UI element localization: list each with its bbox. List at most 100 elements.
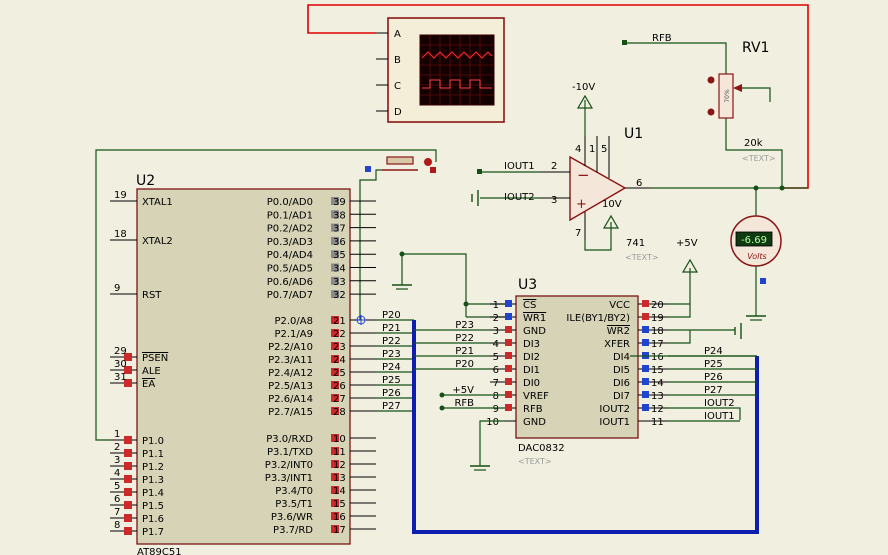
rv1-value: 20k — [744, 138, 763, 149]
u2-pin-name: P0.3/AD3 — [267, 237, 313, 248]
u1-neg-supply: -10V — [572, 82, 595, 136]
u2-pin-8[interactable]: 8P1.7 — [110, 520, 164, 538]
u3-pin-num: 16 — [651, 352, 664, 363]
u2-pin-7[interactable]: 7P1.6 — [110, 507, 164, 525]
u2-pin-6[interactable]: 6P1.5 — [110, 494, 164, 512]
u2-pin-num: 30 — [114, 359, 127, 370]
pin-state-marker — [124, 501, 132, 509]
u3-pin-name: GND — [523, 326, 546, 337]
voltmeter-display — [735, 231, 773, 247]
pin-state-marker — [331, 381, 339, 389]
u2-pin-5[interactable]: 5P1.4 — [110, 481, 164, 499]
u1-text-placeholder: <TEXT> — [625, 253, 659, 262]
u2-pin-num: 37 — [333, 224, 346, 235]
u3-pin-num: 10 — [486, 417, 499, 428]
p2-net-label: P26 — [382, 388, 401, 399]
pin-state-marker — [505, 404, 512, 411]
u2-pin-name: P3.5/T1 — [275, 499, 313, 510]
pin-state-marker — [331, 290, 339, 299]
u2-pin-1[interactable]: 1P1.0 — [110, 429, 164, 447]
u2-pin-name: P3.2/INT0 — [265, 460, 313, 471]
pin-state-marker — [124, 366, 132, 374]
u2-pin-num: 12 — [333, 460, 346, 471]
oscilloscope[interactable]: A B C D — [376, 17, 505, 123]
pin-state-marker — [331, 434, 339, 442]
u3-pin-name: DI0 — [523, 378, 540, 389]
pin-state-marker — [331, 223, 339, 232]
voltmeter[interactable]: -6.69 Volts — [730, 215, 782, 321]
u2-pin-12[interactable]: 12 P3.2/INT0 — [265, 460, 376, 471]
pin-state-marker — [331, 342, 339, 350]
scope-channel-c: C — [394, 81, 401, 92]
u2-pin-name: P0.0/AD0 — [267, 197, 313, 208]
u2-pin-3[interactable]: 3P1.2 — [110, 455, 164, 473]
pin-state-marker — [331, 263, 339, 272]
pin-state-marker — [331, 512, 339, 520]
u3-pin-num: 15 — [651, 365, 664, 376]
u2-pin-name: P0.4/AD4 — [267, 250, 313, 261]
u2-pin-2[interactable]: 2P1.1 — [110, 442, 164, 460]
u2-microcontroller[interactable]: U2 AT89C51 19XTAL118XTAL29RST29PSEN30ALE… — [110, 173, 376, 555]
u2-pin-name: P3.1/TXD — [267, 447, 313, 458]
pin-state-marker — [642, 391, 649, 398]
p20-marker — [356, 315, 366, 325]
u2-pin-num: 38 — [333, 210, 346, 221]
u2-pin-num: 19 — [114, 190, 127, 201]
rv1-potentiometer[interactable]: RV1 70% 20k <TEXT> — [707, 40, 776, 163]
pin-state-marker — [124, 379, 132, 387]
u1-opamp[interactable]: − + U1 741 <TEXT> 4 1 5 7 10V 2 3 6 — [540, 126, 659, 262]
u2-pin-4[interactable]: 4P1.3 — [110, 468, 164, 486]
u3-pin-num: 12 — [651, 404, 664, 415]
u3-pin-name: VREF — [523, 391, 549, 402]
pin-state-marker — [124, 488, 132, 496]
u3-text-placeholder: <TEXT> — [518, 457, 552, 466]
reset-pushbutton[interactable] — [359, 156, 436, 320]
